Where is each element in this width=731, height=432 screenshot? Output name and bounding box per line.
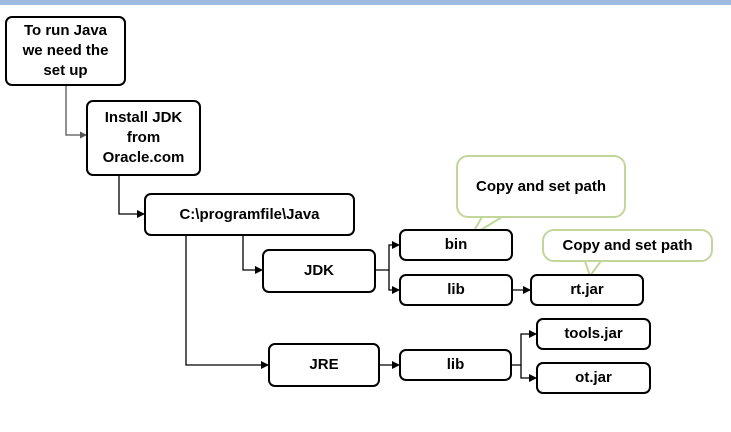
edge-jrelib-toolsjar bbox=[512, 330, 537, 366]
node-rt-jar: rt.jar bbox=[530, 274, 644, 306]
node-jdk-lib: lib bbox=[399, 274, 513, 306]
node-ot-jar: ot.jar bbox=[536, 362, 651, 394]
window-top-bar bbox=[0, 0, 731, 5]
node-jdk: JDK bbox=[262, 249, 376, 293]
node-programfile-java: C:\programfile\Java bbox=[144, 193, 355, 236]
callout-copy-set-path-rt: Copy and set path bbox=[542, 229, 713, 262]
node-tools-jar: tools.jar bbox=[536, 318, 651, 350]
node-jre: JRE bbox=[268, 343, 380, 387]
callout-copy-set-path-bin: Copy and set path bbox=[456, 155, 626, 218]
edge-jdk-bin bbox=[376, 241, 400, 271]
node-jdk-bin: bin bbox=[399, 229, 513, 261]
edge-jrelib-otjar bbox=[520, 365, 537, 382]
edge-programfile-jre bbox=[185, 236, 269, 369]
node-install-jdk: Install JDK from Oracle.com bbox=[86, 100, 201, 176]
edge-jdk-lib bbox=[388, 270, 400, 294]
node-jre-lib: lib bbox=[399, 349, 512, 381]
edge-programfile-jdk bbox=[242, 236, 263, 274]
edge-install-programfile bbox=[118, 176, 145, 218]
edge-start-install bbox=[65, 86, 87, 139]
node-setup-start: To run Java we need the set up bbox=[5, 16, 126, 86]
